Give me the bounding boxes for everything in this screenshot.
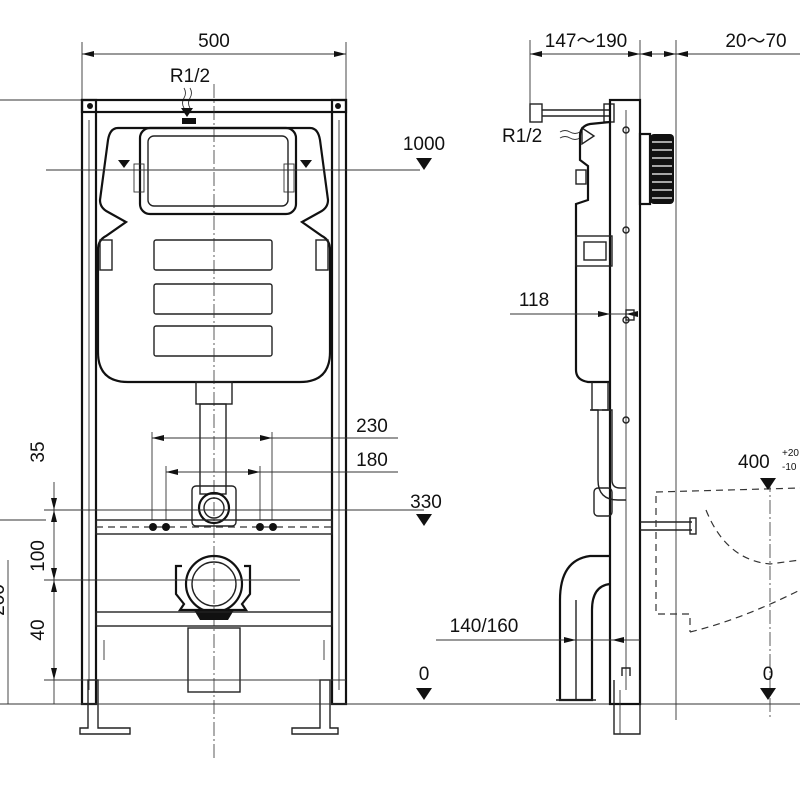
dim-40-label: 40	[28, 619, 49, 640]
supply-valve	[529, 103, 543, 123]
side-cistern-profile	[574, 120, 611, 384]
side-clip	[575, 235, 613, 267]
dim-180-label: 180	[356, 450, 388, 471]
flush-pipe	[199, 403, 227, 495]
dim-230-label: 230	[356, 416, 388, 437]
flush-outlet	[191, 485, 237, 527]
dim-118-label: 118	[519, 290, 549, 311]
cistern-rib-2	[153, 283, 273, 315]
left-clip	[99, 239, 113, 271]
bolt-left-1	[149, 523, 157, 531]
side-drain-elbow	[558, 554, 611, 702]
side-inlet-label: R1/2	[502, 126, 542, 147]
dim-140-160-label: 140/160	[450, 616, 519, 637]
side-frame-upright	[608, 98, 642, 706]
right-clip	[315, 239, 329, 271]
wc-bowl-outline	[655, 487, 800, 493]
cistern-rib-1	[153, 239, 273, 271]
cistern-body	[96, 126, 332, 384]
dim-330-label: 330	[410, 492, 442, 513]
cistern-rib-3	[153, 325, 273, 357]
drain-pipe-stub	[187, 627, 241, 693]
bottom-rail	[95, 611, 333, 627]
left-foot	[79, 679, 131, 735]
flush-plate-opening	[138, 126, 298, 216]
dim-147-190-label: 147～190	[545, 31, 627, 52]
flush-plate-button	[650, 134, 674, 204]
side-view: 147～190 20～70 R1/2	[436, 31, 800, 735]
inlet-arrow-wave	[182, 87, 186, 109]
dim-100-label: 100	[28, 540, 49, 572]
bolt-left-2	[162, 523, 170, 531]
inlet-r12-label: R1/2	[170, 66, 210, 87]
side-foot	[613, 680, 641, 735]
dim-500-label: 500	[198, 31, 230, 52]
front-zero-label: 0	[419, 664, 430, 685]
dim-35-label: 35	[28, 441, 49, 462]
bolt-right-1	[256, 523, 264, 531]
dim-200-label: 200	[0, 584, 9, 616]
bolt-right-2	[269, 523, 277, 531]
dim-400-sub: -10	[782, 462, 797, 473]
flush-plate-back	[638, 132, 652, 206]
dim-400-sup: +20	[782, 448, 799, 459]
front-view: 500 R1/2 1000	[0, 31, 800, 760]
dim-400-label: 400	[738, 452, 770, 473]
right-foot	[291, 679, 339, 735]
side-flush-pipe	[590, 409, 626, 489]
dim-20-70-label: 20～70	[725, 31, 786, 52]
side-zero-label: 0	[763, 664, 774, 685]
dim-1000-label: 1000	[403, 134, 445, 155]
